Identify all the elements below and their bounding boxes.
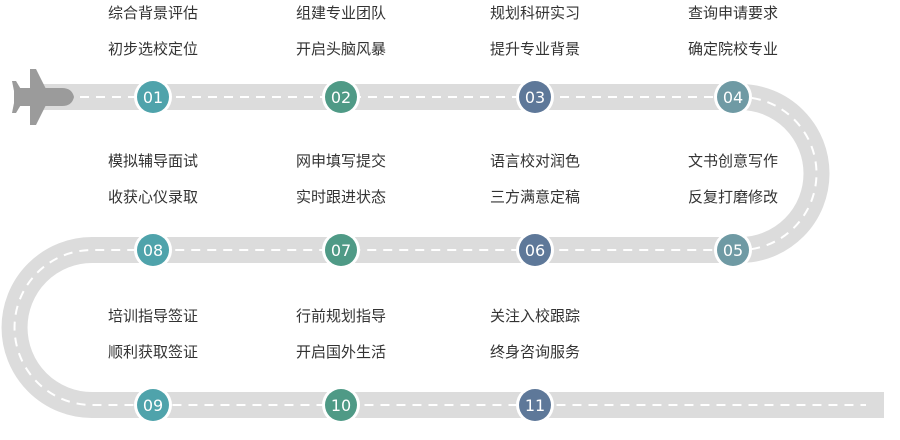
step-number: 08 — [143, 241, 163, 260]
step-number: 03 — [525, 88, 545, 107]
step-badge-circle — [325, 389, 357, 421]
step-badge-10: 10 — [322, 386, 360, 424]
step-number: 02 — [331, 88, 351, 107]
step-badge-11: 11 — [516, 386, 554, 424]
step-label-line: 收获心仪录取 — [107, 188, 198, 206]
step-badge-06: 06 — [516, 231, 554, 269]
step-badge-circle — [717, 81, 749, 113]
step-label-06: 语言校对润色三方满意定稿 — [445, 152, 625, 206]
step-badge-circle — [137, 81, 169, 113]
step-label-line: 关注入校跟踪 — [489, 307, 580, 325]
step-badge-09: 09 — [134, 386, 172, 424]
step-badge-circle — [519, 389, 551, 421]
step-number: 05 — [723, 241, 743, 260]
step-label-04: 查询申请要求确定院校专业 — [643, 4, 823, 58]
step-label-line: 模拟辅导面试 — [107, 152, 198, 170]
step-label-line: 初步选校定位 — [107, 40, 198, 58]
step-label-line: 组建专业团队 — [295, 4, 386, 22]
step-badge-circle — [519, 234, 551, 266]
step-label-line: 顺利获取签证 — [107, 343, 198, 361]
step-label-03: 规划科研实习提升专业背景 — [445, 4, 625, 58]
step-number: 11 — [525, 396, 545, 415]
step-badge-02: 02 — [322, 78, 360, 116]
step-badge-circle — [717, 234, 749, 266]
step-label-line: 查询申请要求 — [687, 4, 778, 22]
step-label-01: 综合背景评估初步选校定位 — [63, 4, 243, 58]
step-label-line: 实时跟进状态 — [295, 188, 386, 206]
step-badge-08: 08 — [134, 231, 172, 269]
step-label-09: 培训指导签证顺利获取签证 — [63, 307, 243, 361]
step-badge-circle — [325, 234, 357, 266]
step-label-line: 文书创意写作 — [687, 152, 778, 170]
step-number: 04 — [723, 88, 743, 107]
step-label-line: 终身咨询服务 — [489, 343, 580, 361]
step-label-line: 开启头脑风暴 — [295, 40, 386, 58]
step-label-line: 规划科研实习 — [489, 4, 580, 22]
step-label-line: 语言校对润色 — [489, 152, 580, 170]
step-label-line: 确定院校专业 — [687, 40, 778, 58]
step-label-line: 反复打磨修改 — [687, 188, 778, 206]
step-label-line: 综合背景评估 — [107, 4, 198, 22]
step-label-02: 组建专业团队开启头脑风暴 — [251, 4, 431, 58]
step-badge-03: 03 — [516, 78, 554, 116]
step-label-10: 行前规划指导开启国外生活 — [251, 307, 431, 361]
arrow-right-icon — [866, 398, 880, 412]
step-number: 09 — [143, 396, 163, 415]
step-badge-circle — [519, 81, 551, 113]
step-badge-circle — [137, 389, 169, 421]
step-label-line: 培训指导签证 — [107, 307, 198, 325]
step-label-line: 提升专业背景 — [489, 40, 580, 58]
step-label-line: 网申填写提交 — [295, 152, 386, 170]
step-label-line: 行前规划指导 — [295, 307, 386, 325]
step-label-line: 开启国外生活 — [295, 343, 386, 361]
step-badge-circle — [137, 234, 169, 266]
step-label-05: 文书创意写作反复打磨修改 — [643, 152, 823, 206]
step-badge-circle — [325, 81, 357, 113]
step-badge-04: 04 — [714, 78, 752, 116]
step-badge-07: 07 — [322, 231, 360, 269]
step-number: 07 — [331, 241, 351, 260]
airplane-icon — [12, 69, 74, 125]
step-badge-05: 05 — [714, 231, 752, 269]
step-label-08: 模拟辅导面试收获心仪录取 — [63, 152, 243, 206]
step-label-11: 关注入校跟踪终身咨询服务 — [445, 307, 625, 361]
step-number: 10 — [331, 396, 351, 415]
step-number: 06 — [525, 241, 545, 260]
step-label-line: 三方满意定稿 — [489, 188, 580, 206]
step-badge-01: 01 — [134, 78, 172, 116]
step-number: 01 — [143, 88, 163, 107]
road-center-dashes — [13, 96, 872, 406]
step-label-07: 网申填写提交实时跟进状态 — [251, 152, 431, 206]
